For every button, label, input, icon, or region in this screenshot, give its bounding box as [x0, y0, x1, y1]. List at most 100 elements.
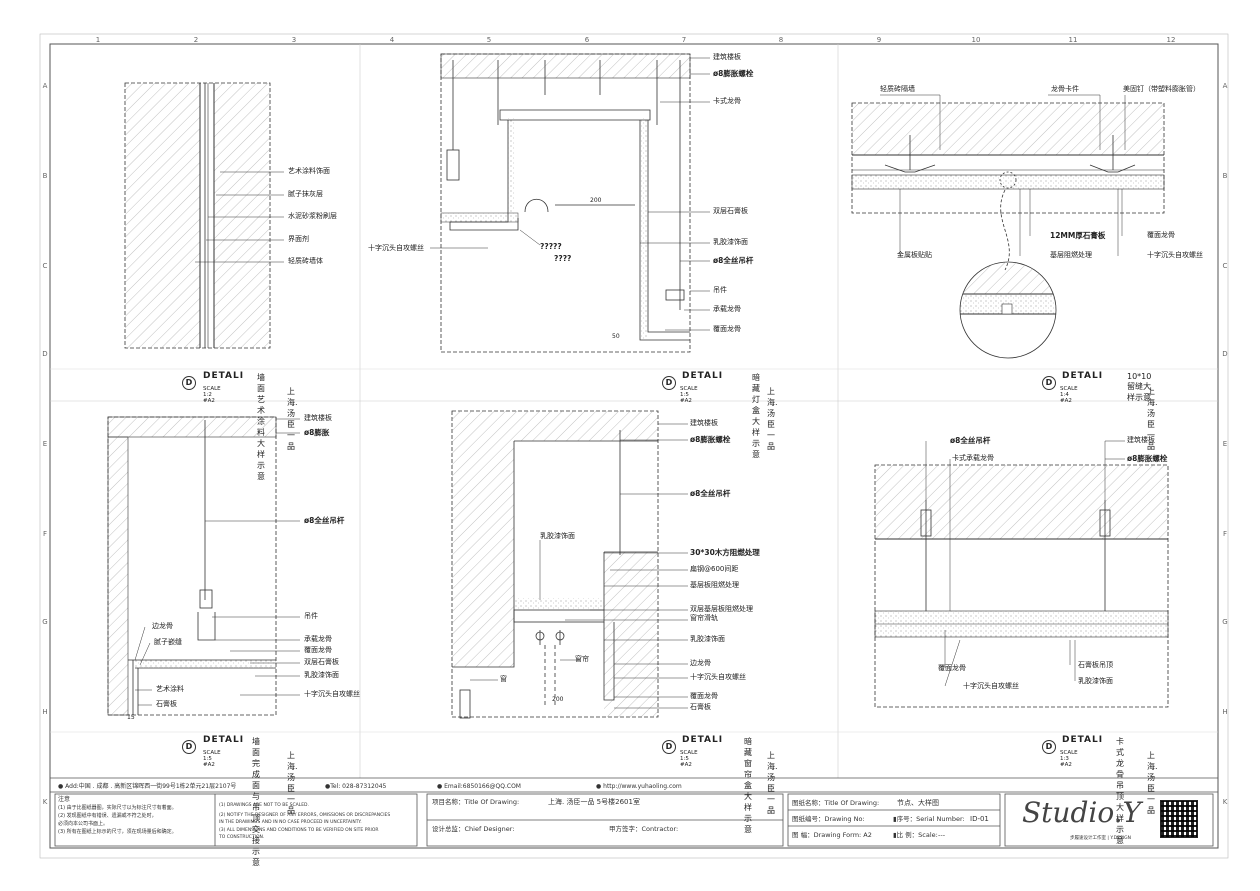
detail-marker: D — [1042, 740, 1056, 754]
detail-name: 卡式龙骨吊顶大样示意 — [1116, 737, 1124, 845]
detail-scale: SCALE 1:3 #A2 — [1060, 750, 1078, 768]
grid-col: 10 — [971, 36, 981, 44]
grid-col: 11 — [1068, 36, 1078, 44]
callout: 龙骨卡件 — [1051, 85, 1079, 93]
grid-row: A — [1222, 82, 1228, 90]
detail-marker: D — [662, 376, 676, 390]
callout: ø8全丝吊杆 — [950, 436, 991, 445]
grid-col: 3 — [291, 36, 297, 44]
grid-row: G — [1222, 618, 1228, 626]
detail-word: DETALI — [1062, 735, 1104, 745]
grid-col: 1 — [95, 36, 101, 44]
note-en: (2) NOTIFY THE DESIGNER OF ANY ERRORS, O… — [219, 813, 391, 818]
note-cn: (3) 所有在图纸上标示的尺寸，须在现场量后和确定。 — [58, 829, 177, 835]
detail-name: 暗藏窗帘盒大样示意 — [744, 737, 752, 834]
callout: 双层石膏板 — [713, 207, 748, 215]
callout: 窗 — [500, 675, 507, 683]
callout: 十字沉头自攻螺丝 — [690, 673, 746, 681]
studio-subtitle: 步履速设计工作室 | Y.DESIGN — [1070, 836, 1131, 841]
callout: 双层石膏板 — [304, 658, 339, 666]
detail-project: 上海. 汤臣一品 — [767, 751, 778, 815]
grid-col: 2 — [193, 36, 199, 44]
callout: 扁钢@600间距 — [690, 565, 739, 573]
callout: 乳胶漆饰面 — [540, 532, 575, 540]
callout: 建筑楼板 — [690, 419, 718, 427]
callout: 建筑楼板 — [1127, 436, 1155, 444]
callout: ø8全丝吊杆 — [713, 256, 754, 265]
callout: 轻质砖隔墙 — [880, 85, 915, 93]
email[interactable]: ● Email:6850166@QQ.COM — [437, 783, 521, 790]
callout: 乳胶漆饰面 — [1078, 677, 1113, 685]
note-cn: (1) 由于比图纸器图，实际尺寸以为标注尺寸有着面。 — [58, 805, 177, 811]
grid-row: H — [42, 708, 48, 716]
grid-col: 4 — [389, 36, 395, 44]
grid-row: E — [1222, 440, 1228, 448]
callout: 石膏板吊顶 — [1078, 661, 1113, 669]
callout: 窗帘滑轨 — [690, 614, 718, 622]
detail-word: DETALI — [203, 735, 245, 745]
callout: ø8全丝吊杆 — [690, 489, 731, 498]
note-en: TO CONSTRUCTION. — [219, 835, 265, 840]
callout: ????? — [540, 242, 562, 251]
callout: 卡式龙骨 — [713, 97, 741, 105]
callout: 艺术涂料饰面 — [288, 167, 330, 175]
callout: 界面剂 — [288, 235, 309, 243]
callout: 十字沉头自攻螺丝 — [368, 244, 424, 252]
note-en: (3) ALL DIMENSIONS AND CONDITIONS TO BE … — [219, 828, 379, 833]
detail-marker: D — [182, 740, 196, 754]
grid-row: H — [1222, 708, 1228, 716]
callout: 金属板贴贴 — [897, 251, 932, 259]
drawing-no-label: 图纸编号：Drawing No: — [792, 815, 865, 823]
drawing-title-label: 图纸名称：Title Of Drawing: — [792, 799, 880, 807]
grid-row: E — [42, 440, 48, 448]
callout: 乳胶漆饰面 — [304, 671, 339, 679]
grid-row: D — [42, 350, 48, 358]
address: ● Add:中国 . 成都 . 高新区锦晖西一街99号1栋2单元21层2107号 — [58, 783, 237, 790]
studio-logo: Studio.Y — [1022, 796, 1142, 829]
callout: 十字沉头自攻螺丝 — [1147, 251, 1203, 259]
callout: ???? — [554, 254, 572, 263]
callout: 建筑楼板 — [304, 414, 332, 422]
note-cn: 必须向本公司书面上。 — [58, 821, 109, 827]
detail-word: DETALI — [203, 371, 245, 381]
grid-row: F — [1222, 530, 1228, 538]
website-link[interactable]: ● http://www.yuhaoling.com — [596, 783, 682, 790]
detail-project: 上海. 汤臣一品 — [287, 387, 298, 451]
callout: ø8膨胀螺栓 — [1127, 454, 1168, 463]
detail-word: DETALI — [682, 371, 724, 381]
grid-row: D — [1222, 350, 1228, 358]
telephone: ●Tel: 028-87312045 — [325, 783, 387, 790]
grid-row: C — [42, 262, 48, 270]
callout: 基层阻燃处理 — [1050, 251, 1092, 259]
grid-row: F — [42, 530, 48, 538]
detail-project: 上海. 汤臣一品 — [767, 387, 778, 451]
callout: 基层板阻燃处理 — [690, 581, 739, 589]
detail-marker: D — [1042, 376, 1056, 390]
detail-scale: SCALE 1:5 #A2 — [680, 750, 698, 768]
grid-col: 12 — [1166, 36, 1176, 44]
detail-project: 上海. 汤臣一品 — [1147, 751, 1158, 815]
callout: 覆面龙骨 — [690, 692, 718, 700]
callout: 轻质砖墙体 — [288, 257, 323, 265]
grid-row: B — [42, 172, 48, 180]
grid-row: G — [42, 618, 48, 626]
dimension: 15 — [127, 714, 135, 721]
callout: 十字沉头自攻螺丝 — [304, 690, 360, 698]
detail-scale: SCALE 1:5 #A2 — [680, 386, 698, 404]
chief-designer-label: 设计总监：Chief Designer: — [432, 825, 515, 833]
detail-name: 墙面艺术涂料大样示意 — [257, 373, 265, 481]
detail-scale: SCALE 1:5 #A2 — [203, 750, 221, 768]
detail-word: DETALI — [682, 735, 724, 745]
callout: 石膏板 — [156, 700, 177, 708]
callout: 十字沉头自攻螺丝 — [963, 682, 1019, 690]
dimension: 200 — [590, 197, 602, 204]
grid-col: 8 — [778, 36, 784, 44]
detail-marker: D — [662, 740, 676, 754]
qr-code-icon — [1160, 800, 1198, 838]
callout: 12MM厚石膏板 — [1050, 231, 1106, 240]
contractor-label: 甲方签字：Contractor: — [609, 825, 679, 833]
scale-label: ▮比 例：Scale: — [893, 831, 938, 839]
callout: 水泥砂浆粉刷层 — [288, 212, 337, 220]
notes-title: 注意 — [58, 796, 71, 803]
callout: 覆面龙骨 — [304, 646, 332, 654]
